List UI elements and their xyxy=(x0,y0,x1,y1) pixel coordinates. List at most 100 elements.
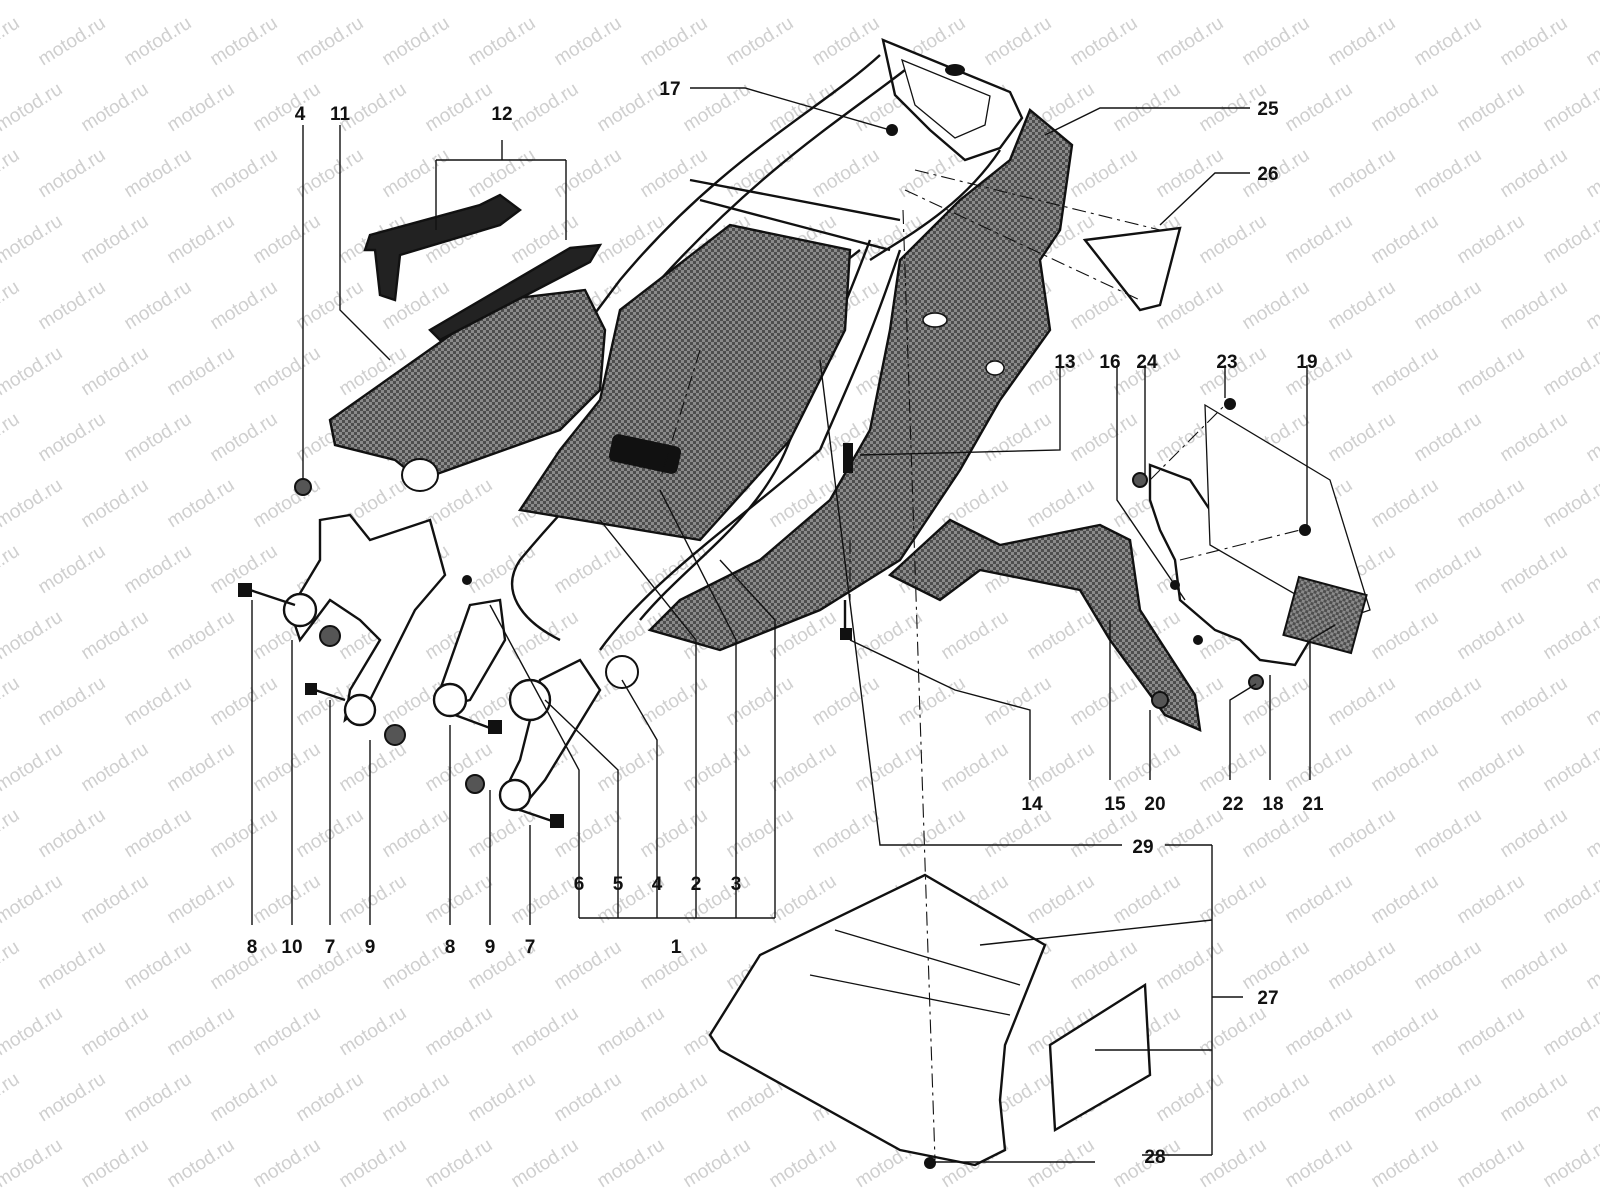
watermark-text: motod.ru xyxy=(121,937,196,995)
watermark-text: motod.ru xyxy=(1239,937,1314,995)
watermark-text: motod.ru xyxy=(1325,673,1400,731)
watermark-text: motod.ru xyxy=(1325,1069,1400,1127)
callout-16: 16 xyxy=(1099,352,1120,373)
watermark-text: motod.ru xyxy=(78,1135,153,1193)
watermark-text: motod.ru xyxy=(379,937,454,995)
watermark-text: motod.ru xyxy=(1540,211,1600,269)
watermark-text: motod.ru xyxy=(379,145,454,203)
watermark-text: motod.ru xyxy=(1368,1135,1443,1193)
watermark-text: motod.ru xyxy=(164,871,239,929)
watermark-text: motod.ru xyxy=(1583,277,1600,335)
watermark-text: motod.ru xyxy=(35,673,110,731)
watermark-text: motod.ru xyxy=(1411,937,1486,995)
watermark-text: motod.ru xyxy=(78,871,153,929)
watermark-text: motod.ru xyxy=(121,805,196,863)
callout-4-upper: 4 xyxy=(295,104,306,125)
callout-22: 22 xyxy=(1222,794,1243,815)
watermark-text: motod.ru xyxy=(250,475,325,533)
watermark-text: motod.ru xyxy=(422,1003,497,1061)
watermark-text: motod.ru xyxy=(551,145,626,203)
watermark-text: motod.ru xyxy=(121,673,196,731)
watermark-text: motod.ru xyxy=(1497,13,1572,71)
watermark-text: motod.ru xyxy=(1583,1069,1600,1127)
watermark-text: motod.ru xyxy=(250,0,325,4)
watermark-text: motod.ru xyxy=(508,79,583,137)
watermark-text: motod.ru xyxy=(1153,937,1228,995)
watermark-text: motod.ru xyxy=(164,607,239,665)
watermark-text: motod.ru xyxy=(250,739,325,797)
watermark-text: motod.ru xyxy=(594,79,669,137)
watermark-text: motod.ru xyxy=(809,805,884,863)
watermark-text: motod.ru xyxy=(551,541,626,599)
watermark-text: motod.ru xyxy=(293,1069,368,1127)
callout-labels: 1 2 3 4 4 5 6 7 7 8 8 9 9 10 11 12 13 14… xyxy=(247,79,1324,1168)
watermark-text: motod.ru xyxy=(1282,871,1357,929)
watermark-text: motod.ru xyxy=(1368,871,1443,929)
tray-slot xyxy=(608,434,682,474)
watermark-text: motod.ru xyxy=(637,1069,712,1127)
watermark-text: motod.ru xyxy=(938,739,1013,797)
watermark-text: motod.ru xyxy=(1024,871,1099,929)
watermark-text: motod.ru xyxy=(1540,343,1600,401)
watermark-text: motod.ru xyxy=(78,739,153,797)
watermark-text: motod.ru xyxy=(0,343,66,401)
watermark-text: motod.ru xyxy=(637,145,712,203)
callout-12: 12 xyxy=(491,104,512,125)
watermark-text: motod.ru xyxy=(207,409,282,467)
callout-8-left: 8 xyxy=(247,937,258,958)
watermark-text: motod.ru xyxy=(508,0,583,4)
watermark-text: motod.ru xyxy=(594,1003,669,1061)
fasteners xyxy=(238,124,1311,1169)
triangular-plate xyxy=(1082,226,1182,312)
watermark-text: motod.ru xyxy=(1583,673,1600,731)
watermark-text: motod.ru xyxy=(680,1135,755,1193)
watermark-text: motod.ru xyxy=(1024,607,1099,665)
watermark-text: motod.ru xyxy=(164,0,239,4)
small-sheet xyxy=(1048,982,1152,1133)
watermark-text: motod.ru xyxy=(1110,0,1185,4)
watermark-text: motod.ru xyxy=(207,1069,282,1127)
watermark-text: motod.ru xyxy=(1196,871,1271,929)
watermark-text: motod.ru xyxy=(1368,475,1443,533)
watermark-text: motod.ru xyxy=(164,343,239,401)
watermark-text: motod.ru xyxy=(78,211,153,269)
watermark-text: motod.ru xyxy=(766,0,841,4)
watermark-text: motod.ru xyxy=(293,145,368,203)
watermark-text: motod.ru xyxy=(121,541,196,599)
watermark-text: motod.ru xyxy=(1497,409,1572,467)
watermark-text: motod.ru xyxy=(1540,79,1600,137)
watermark-text: motod.ru xyxy=(207,673,282,731)
reflector xyxy=(1282,575,1368,655)
callout-20: 20 xyxy=(1144,794,1165,815)
watermark-text: motod.ru xyxy=(0,673,23,731)
watermark-text: motod.ru xyxy=(1583,805,1600,863)
watermark-text: motod.ru xyxy=(0,475,66,533)
watermark-text: motod.ru xyxy=(1196,0,1271,4)
watermark-text: motod.ru xyxy=(1454,343,1529,401)
footpeg-bracket-right xyxy=(432,598,602,812)
watermark-text: motod.ru xyxy=(766,1135,841,1193)
watermark-text: motod.ru xyxy=(1282,211,1357,269)
watermark-text: motod.ru xyxy=(1454,211,1529,269)
watermark-text: motod.ru xyxy=(895,805,970,863)
watermark-text: motod.ru xyxy=(1540,607,1600,665)
watermark-text: motod.ru xyxy=(852,739,927,797)
watermark-text: motod.ru xyxy=(250,871,325,929)
watermark-text: motod.ru xyxy=(1368,211,1443,269)
watermark-text: motod.ru xyxy=(379,13,454,71)
watermark-text: motod.ru xyxy=(1196,211,1271,269)
watermark-text: motod.ru xyxy=(164,211,239,269)
watermark-text: motod.ru xyxy=(250,1135,325,1193)
watermark-text: motod.ru xyxy=(766,739,841,797)
watermark-text: motod.ru xyxy=(422,739,497,797)
watermark-text: motod.ru xyxy=(1454,1135,1529,1193)
watermark-text: motod.ru xyxy=(207,277,282,335)
watermark-text: motod.ru xyxy=(1497,541,1572,599)
watermark-text: motod.ru xyxy=(35,805,110,863)
callout-11: 11 xyxy=(330,104,351,125)
watermark-text: motod.ru xyxy=(121,13,196,71)
watermark-text: motod.ru xyxy=(164,739,239,797)
watermark-text: motod.ru xyxy=(0,871,66,929)
